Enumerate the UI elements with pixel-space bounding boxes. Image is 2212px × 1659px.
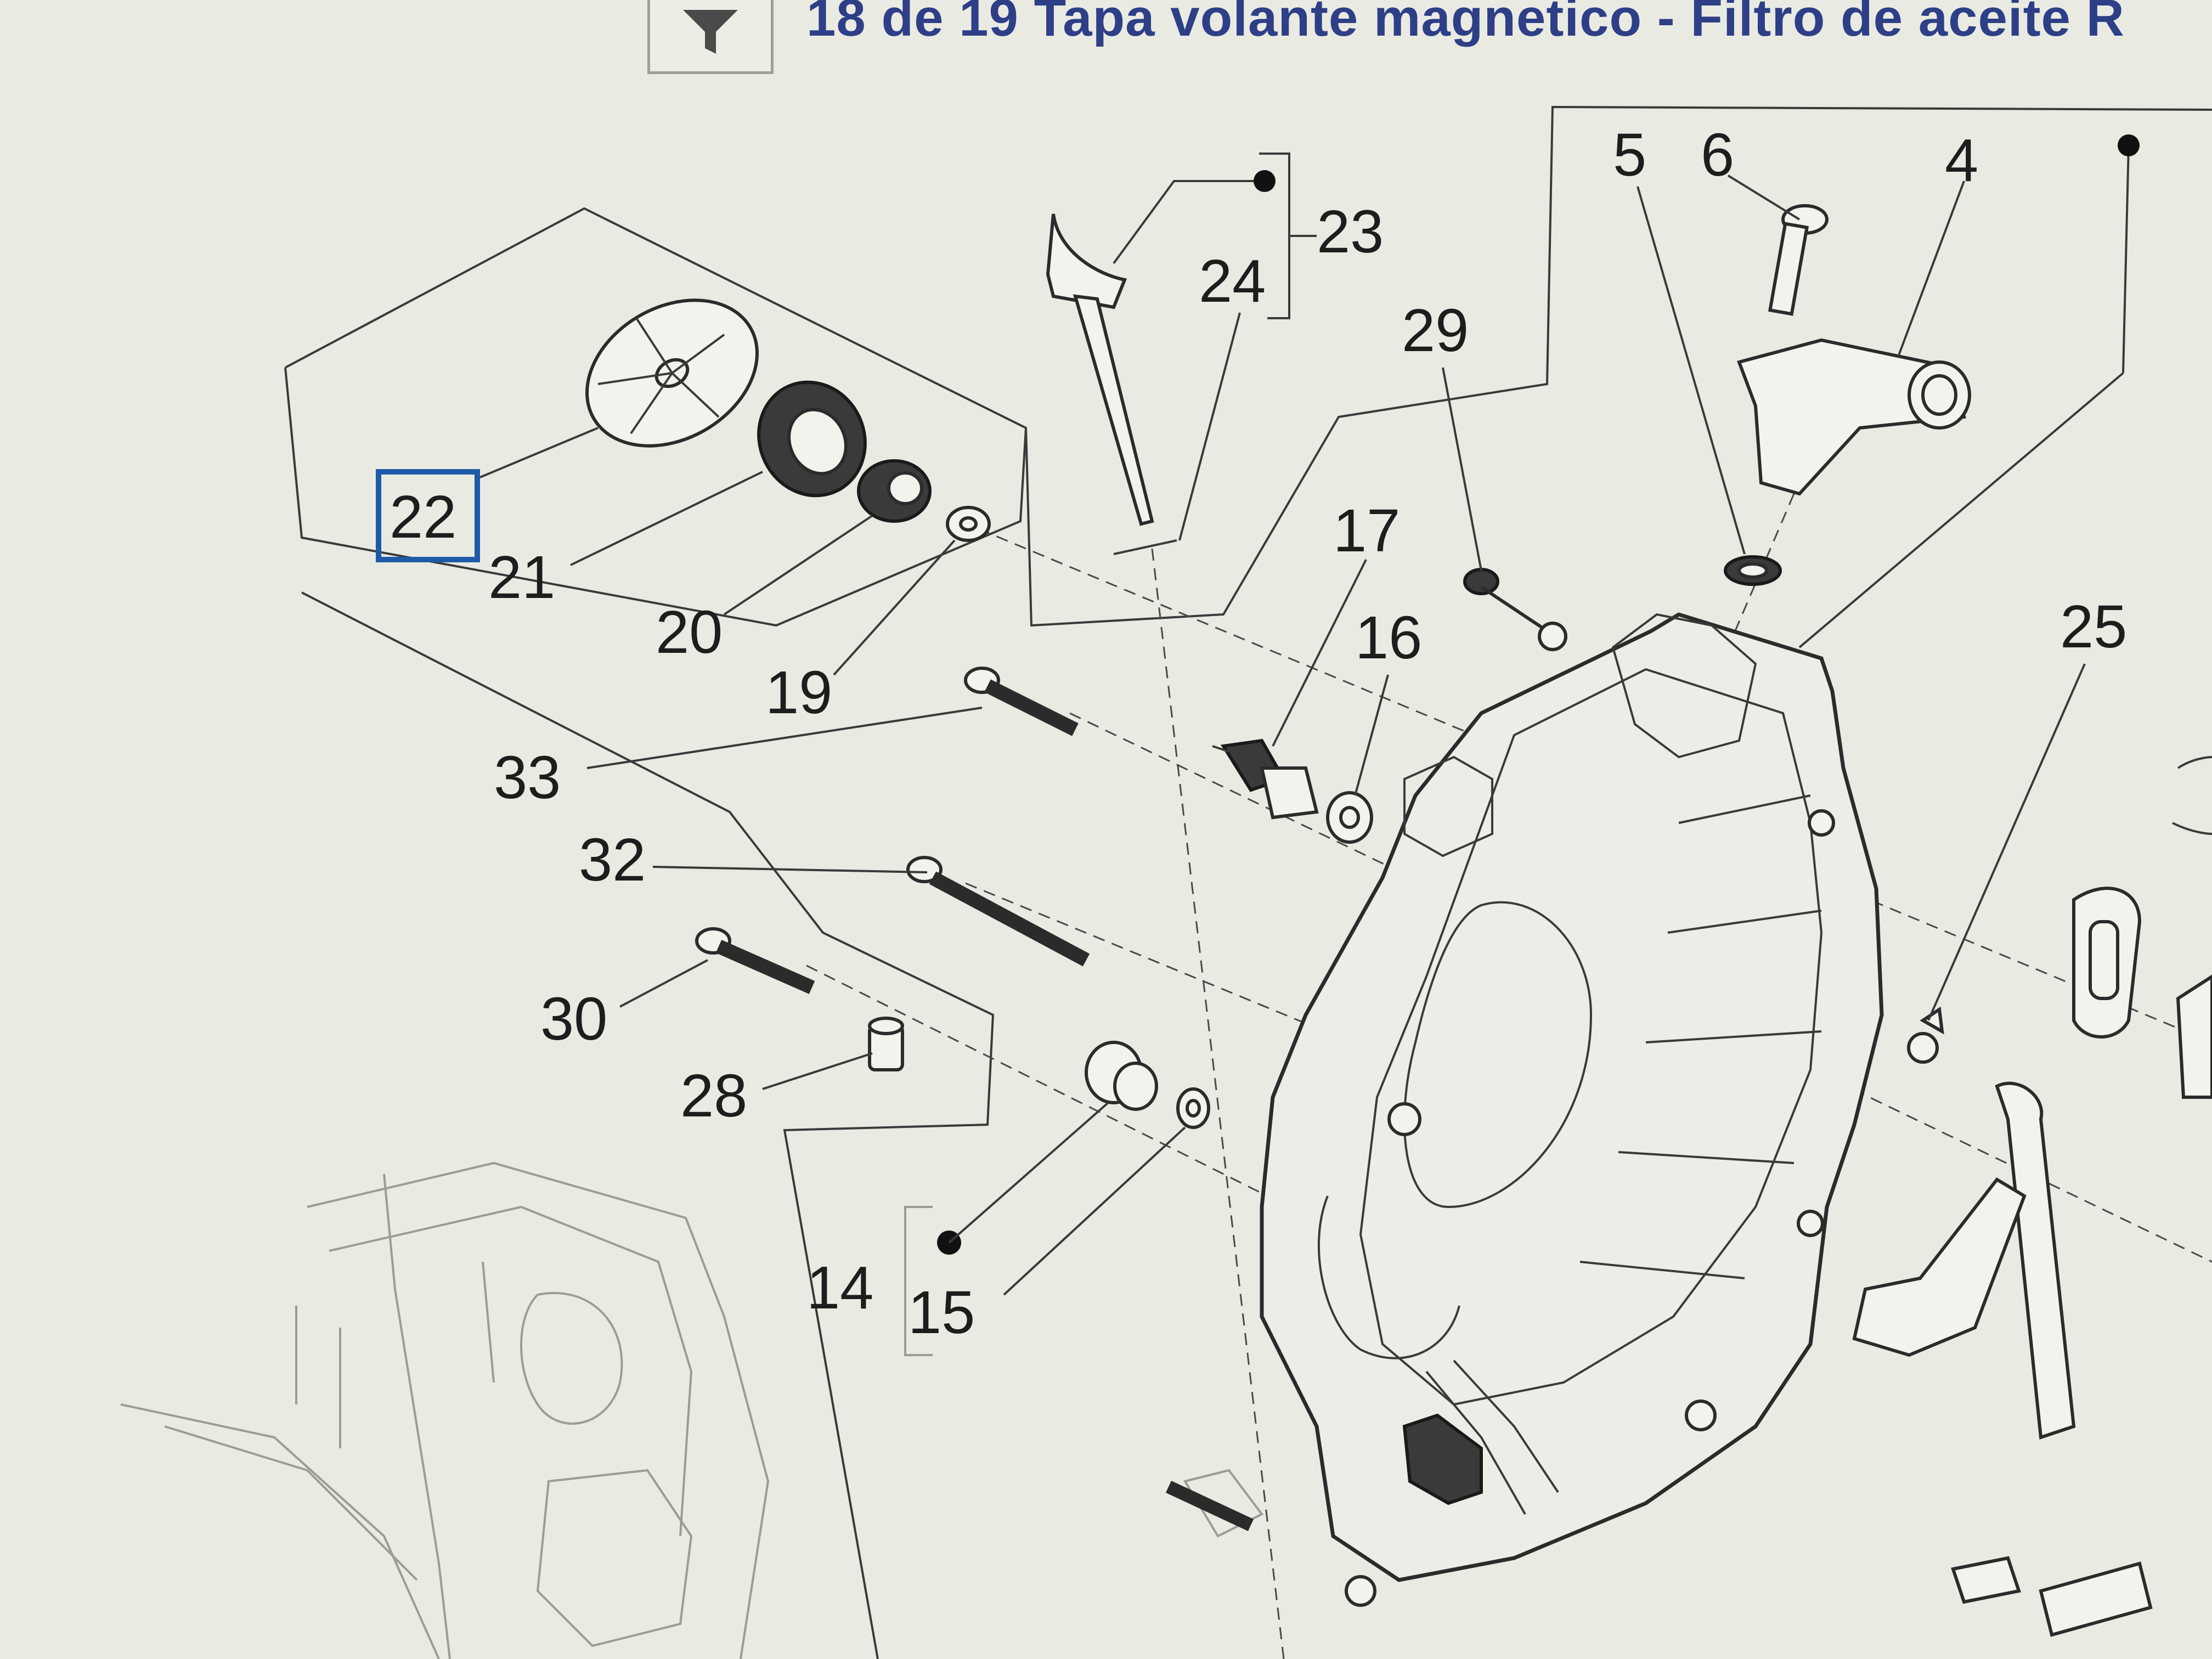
leader-25 xyxy=(1927,663,2086,1021)
leader-15 xyxy=(1003,1126,1186,1296)
leader-16 xyxy=(1354,674,1389,796)
leader-23 xyxy=(1113,180,1265,264)
part-20-spring[interactable] xyxy=(857,459,932,523)
part-5-o-ring[interactable] xyxy=(1724,555,1782,586)
callout-6[interactable]: 6 xyxy=(1701,121,1734,189)
callout-17[interactable]: 17 xyxy=(1333,497,1400,565)
callout-33[interactable]: 33 xyxy=(494,744,561,811)
callout-4[interactable]: 4 xyxy=(1945,127,1978,194)
part-16-washer[interactable] xyxy=(1326,791,1373,844)
leader-33 xyxy=(586,707,983,769)
leader-24 xyxy=(1178,312,1241,541)
part-28-dowel[interactable] xyxy=(868,1017,904,1071)
assembly-axis xyxy=(806,964,1400,1263)
group-outline-bolts xyxy=(301,591,995,1659)
part-17-sensor[interactable] xyxy=(1212,738,1319,820)
part-33-bolt[interactable] xyxy=(964,667,1079,736)
bracket-14-15 xyxy=(904,1206,933,1356)
leader-dot xyxy=(2118,134,2140,156)
leader-5 xyxy=(1637,186,1746,555)
part-24-dipstick[interactable] xyxy=(1046,213,1177,555)
part-22-filter-cover[interactable] xyxy=(561,271,783,476)
background-engine-sketch xyxy=(120,1161,1264,1659)
callout-24[interactable]: 24 xyxy=(1199,247,1266,315)
callout-14[interactable]: 14 xyxy=(806,1254,873,1322)
callout-21[interactable]: 21 xyxy=(488,544,555,611)
leader-32 xyxy=(652,866,928,873)
filter-button[interactable] xyxy=(647,0,774,74)
right-edge-parts xyxy=(1852,756,2212,1637)
part-29-bolt[interactable] xyxy=(1463,568,1567,651)
callout-22[interactable]: 22 xyxy=(390,483,456,551)
callout-16[interactable]: 16 xyxy=(1355,604,1422,672)
leader-19 xyxy=(833,539,956,676)
leader-28 xyxy=(762,1052,873,1090)
leader-4 xyxy=(1897,180,1965,357)
part-21-oil-filter[interactable] xyxy=(741,365,884,514)
page-title: 18 de 19 Tapa volante magnetico - Filtro… xyxy=(806,0,2125,47)
part-14-plug[interactable] xyxy=(1085,1041,1158,1111)
part-32-bolt[interactable] xyxy=(906,856,1090,967)
part-25-clip[interactable] xyxy=(1907,1006,1944,1064)
part-6-screw[interactable] xyxy=(1768,204,1829,316)
leader-14 xyxy=(948,1102,1109,1244)
assembly-axis xyxy=(1151,548,1285,1659)
leader-housing-2 xyxy=(1798,372,2124,648)
part-30-bolt[interactable] xyxy=(695,927,815,994)
callout-30[interactable]: 30 xyxy=(540,985,607,1053)
group-outline-oil-filter xyxy=(284,207,1028,627)
leader-dot xyxy=(1254,170,1276,192)
bracket-23 xyxy=(1259,153,1317,319)
callout-25[interactable]: 25 xyxy=(2060,593,2127,661)
assembly-axis xyxy=(1711,493,1795,686)
group-outline-dipstick xyxy=(1025,105,2212,627)
flywheel-cover-housing[interactable] xyxy=(1260,612,1884,1607)
part-15-washer[interactable] xyxy=(1176,1087,1210,1129)
selected-part-highlight xyxy=(376,469,480,562)
callout-5[interactable]: 5 xyxy=(1613,121,1646,189)
callout-32[interactable]: 32 xyxy=(579,826,646,894)
callout-15[interactable]: 15 xyxy=(908,1279,975,1346)
callout-20[interactable]: 20 xyxy=(656,599,723,666)
leader-22 xyxy=(479,427,599,478)
callout-19[interactable]: 19 xyxy=(765,659,832,726)
callout-28[interactable]: 28 xyxy=(680,1062,747,1130)
callout-29[interactable]: 29 xyxy=(1402,297,1469,364)
part-19-washer[interactable] xyxy=(946,506,991,542)
leader-17 xyxy=(1272,559,1367,747)
leader-29 xyxy=(1442,367,1482,571)
leader-6 xyxy=(1727,174,1801,221)
part-4-oil-pipe[interactable] xyxy=(1737,338,1971,496)
filter-icon xyxy=(683,9,738,54)
leader-20 xyxy=(723,515,873,616)
callout-23[interactable]: 23 xyxy=(1317,198,1384,266)
leader-housing xyxy=(2122,145,2130,374)
leader-21 xyxy=(570,471,763,566)
leader-30 xyxy=(619,959,708,1008)
